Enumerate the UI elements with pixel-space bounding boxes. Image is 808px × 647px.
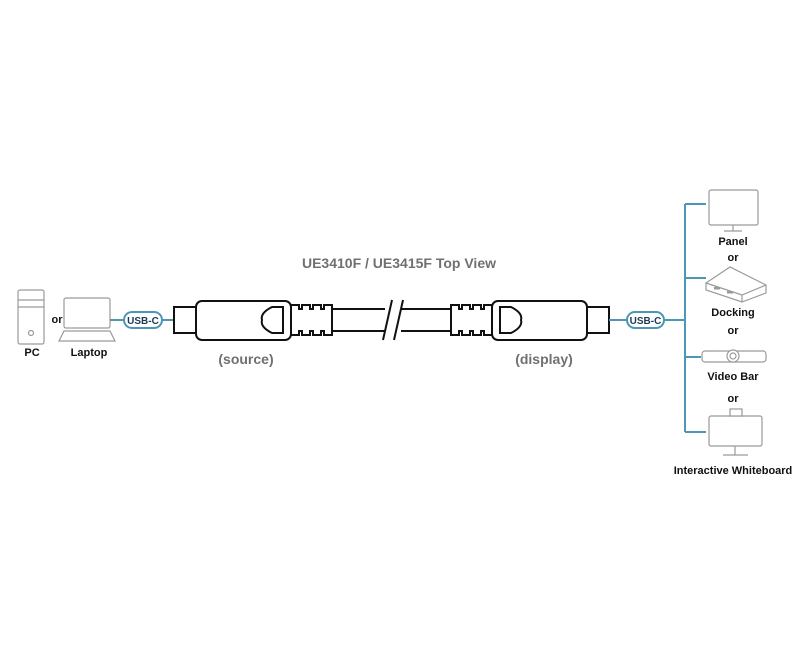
docking-station-icon (705, 266, 767, 303)
docking-label: Docking (711, 307, 754, 319)
cable (332, 299, 452, 341)
usb-c-badge-right (626, 311, 665, 329)
diagram-title: UE3410F / UE3415F Top View (302, 255, 496, 271)
whiteboard-label: Interactive Whiteboard (674, 465, 793, 477)
video-bar-icon (701, 349, 767, 363)
usb-c-badge-left (123, 311, 163, 329)
video-bar-label: Video Bar (707, 371, 759, 383)
laptop-icon (58, 297, 116, 342)
or-label: or (728, 252, 740, 264)
source-connector (173, 300, 333, 341)
laptop-label: Laptop (71, 347, 108, 359)
display-label: (display) (515, 351, 573, 367)
interactive-whiteboard-icon (708, 408, 763, 456)
or-label: or (52, 314, 64, 326)
usb-c-label-right: USB-C (630, 316, 662, 327)
display-connector (450, 300, 610, 341)
pc-tower-icon (17, 289, 45, 345)
panel-label: Panel (718, 236, 747, 248)
pc-label: PC (24, 347, 39, 359)
or-label: or (728, 325, 740, 337)
usb-c-label-left: USB-C (127, 316, 159, 327)
panel-monitor-icon (708, 189, 759, 232)
or-label: or (728, 393, 740, 405)
source-label: (source) (218, 351, 273, 367)
